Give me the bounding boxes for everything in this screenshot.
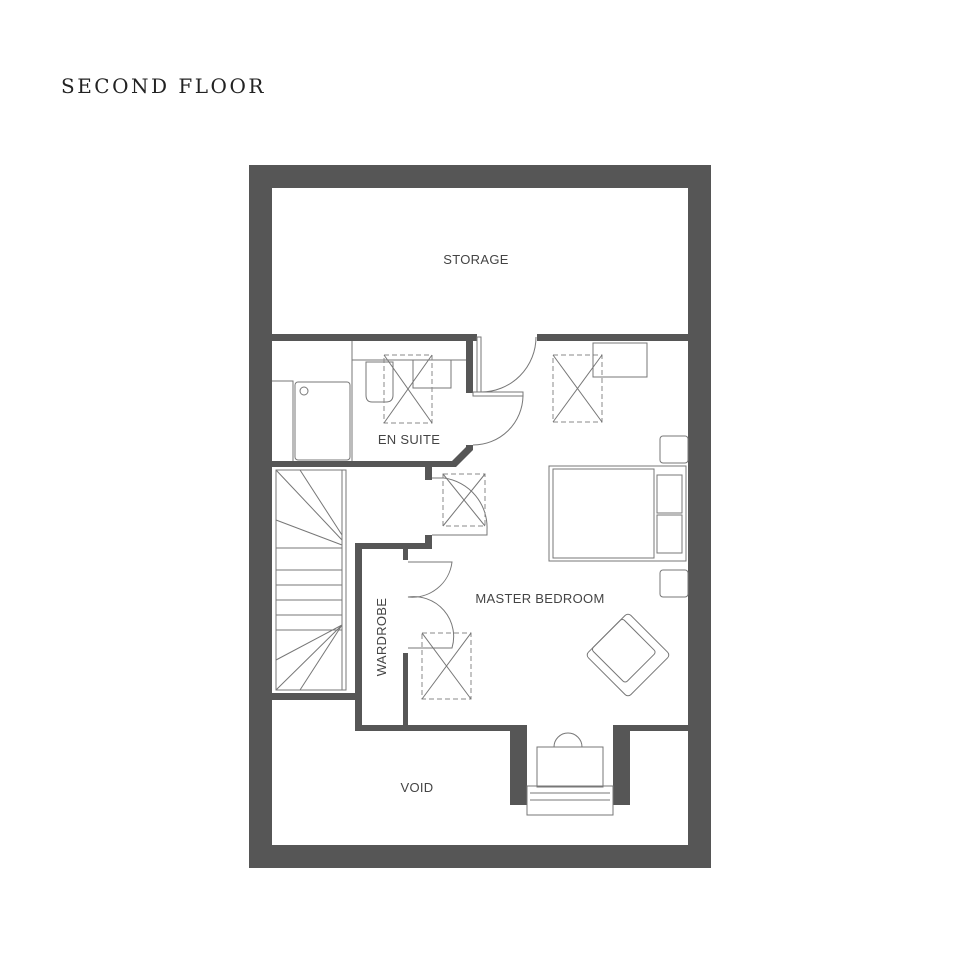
bay-wall-right <box>613 725 630 805</box>
shower-drain-icon <box>299 386 309 396</box>
bedroom-bottom-wall <box>355 725 525 731</box>
outer-wall <box>249 165 711 868</box>
room-label-void: VOID <box>401 780 434 795</box>
staircase <box>275 469 347 691</box>
desk <box>592 342 648 378</box>
room-label-en-suite: EN SUITE <box>378 432 440 447</box>
doors <box>407 336 537 649</box>
wardrobe-right-wall-a <box>403 549 408 560</box>
ensuite-wall-upper <box>466 341 473 393</box>
ensuite-wall-bottom <box>272 445 473 467</box>
fixtures <box>272 341 689 816</box>
double-bed <box>548 465 687 562</box>
storage-wall-right <box>537 334 688 341</box>
skylight <box>383 354 433 424</box>
wardrobe-left-wall <box>355 543 362 731</box>
armchair <box>586 613 670 697</box>
storage-wall-left <box>272 334 477 341</box>
bedroom-bottom-wall-right <box>613 725 688 731</box>
bedside-table <box>659 435 689 464</box>
shower-tray <box>294 381 351 461</box>
bedside-table <box>659 569 689 598</box>
skylight <box>421 632 472 700</box>
corridor-wall-a <box>425 467 432 480</box>
toilet <box>365 361 394 403</box>
stair-bottom-wall <box>272 693 357 700</box>
room-label-wardrobe: WARDROBE <box>374 598 389 677</box>
floor-title: SECOND FLOOR <box>61 74 266 98</box>
bay-wall-left <box>510 725 527 805</box>
room-label-storage: STORAGE <box>443 252 508 267</box>
corridor-wall-b <box>425 535 432 549</box>
wardrobe-top-wall <box>355 543 432 549</box>
room-label-master-bedroom: MASTER BEDROOM <box>475 591 604 606</box>
bay-window-seat <box>526 732 614 816</box>
wardrobe-right-wall-b <box>403 653 408 731</box>
skylight <box>442 473 486 527</box>
walls <box>249 165 711 868</box>
skylight <box>552 354 603 423</box>
